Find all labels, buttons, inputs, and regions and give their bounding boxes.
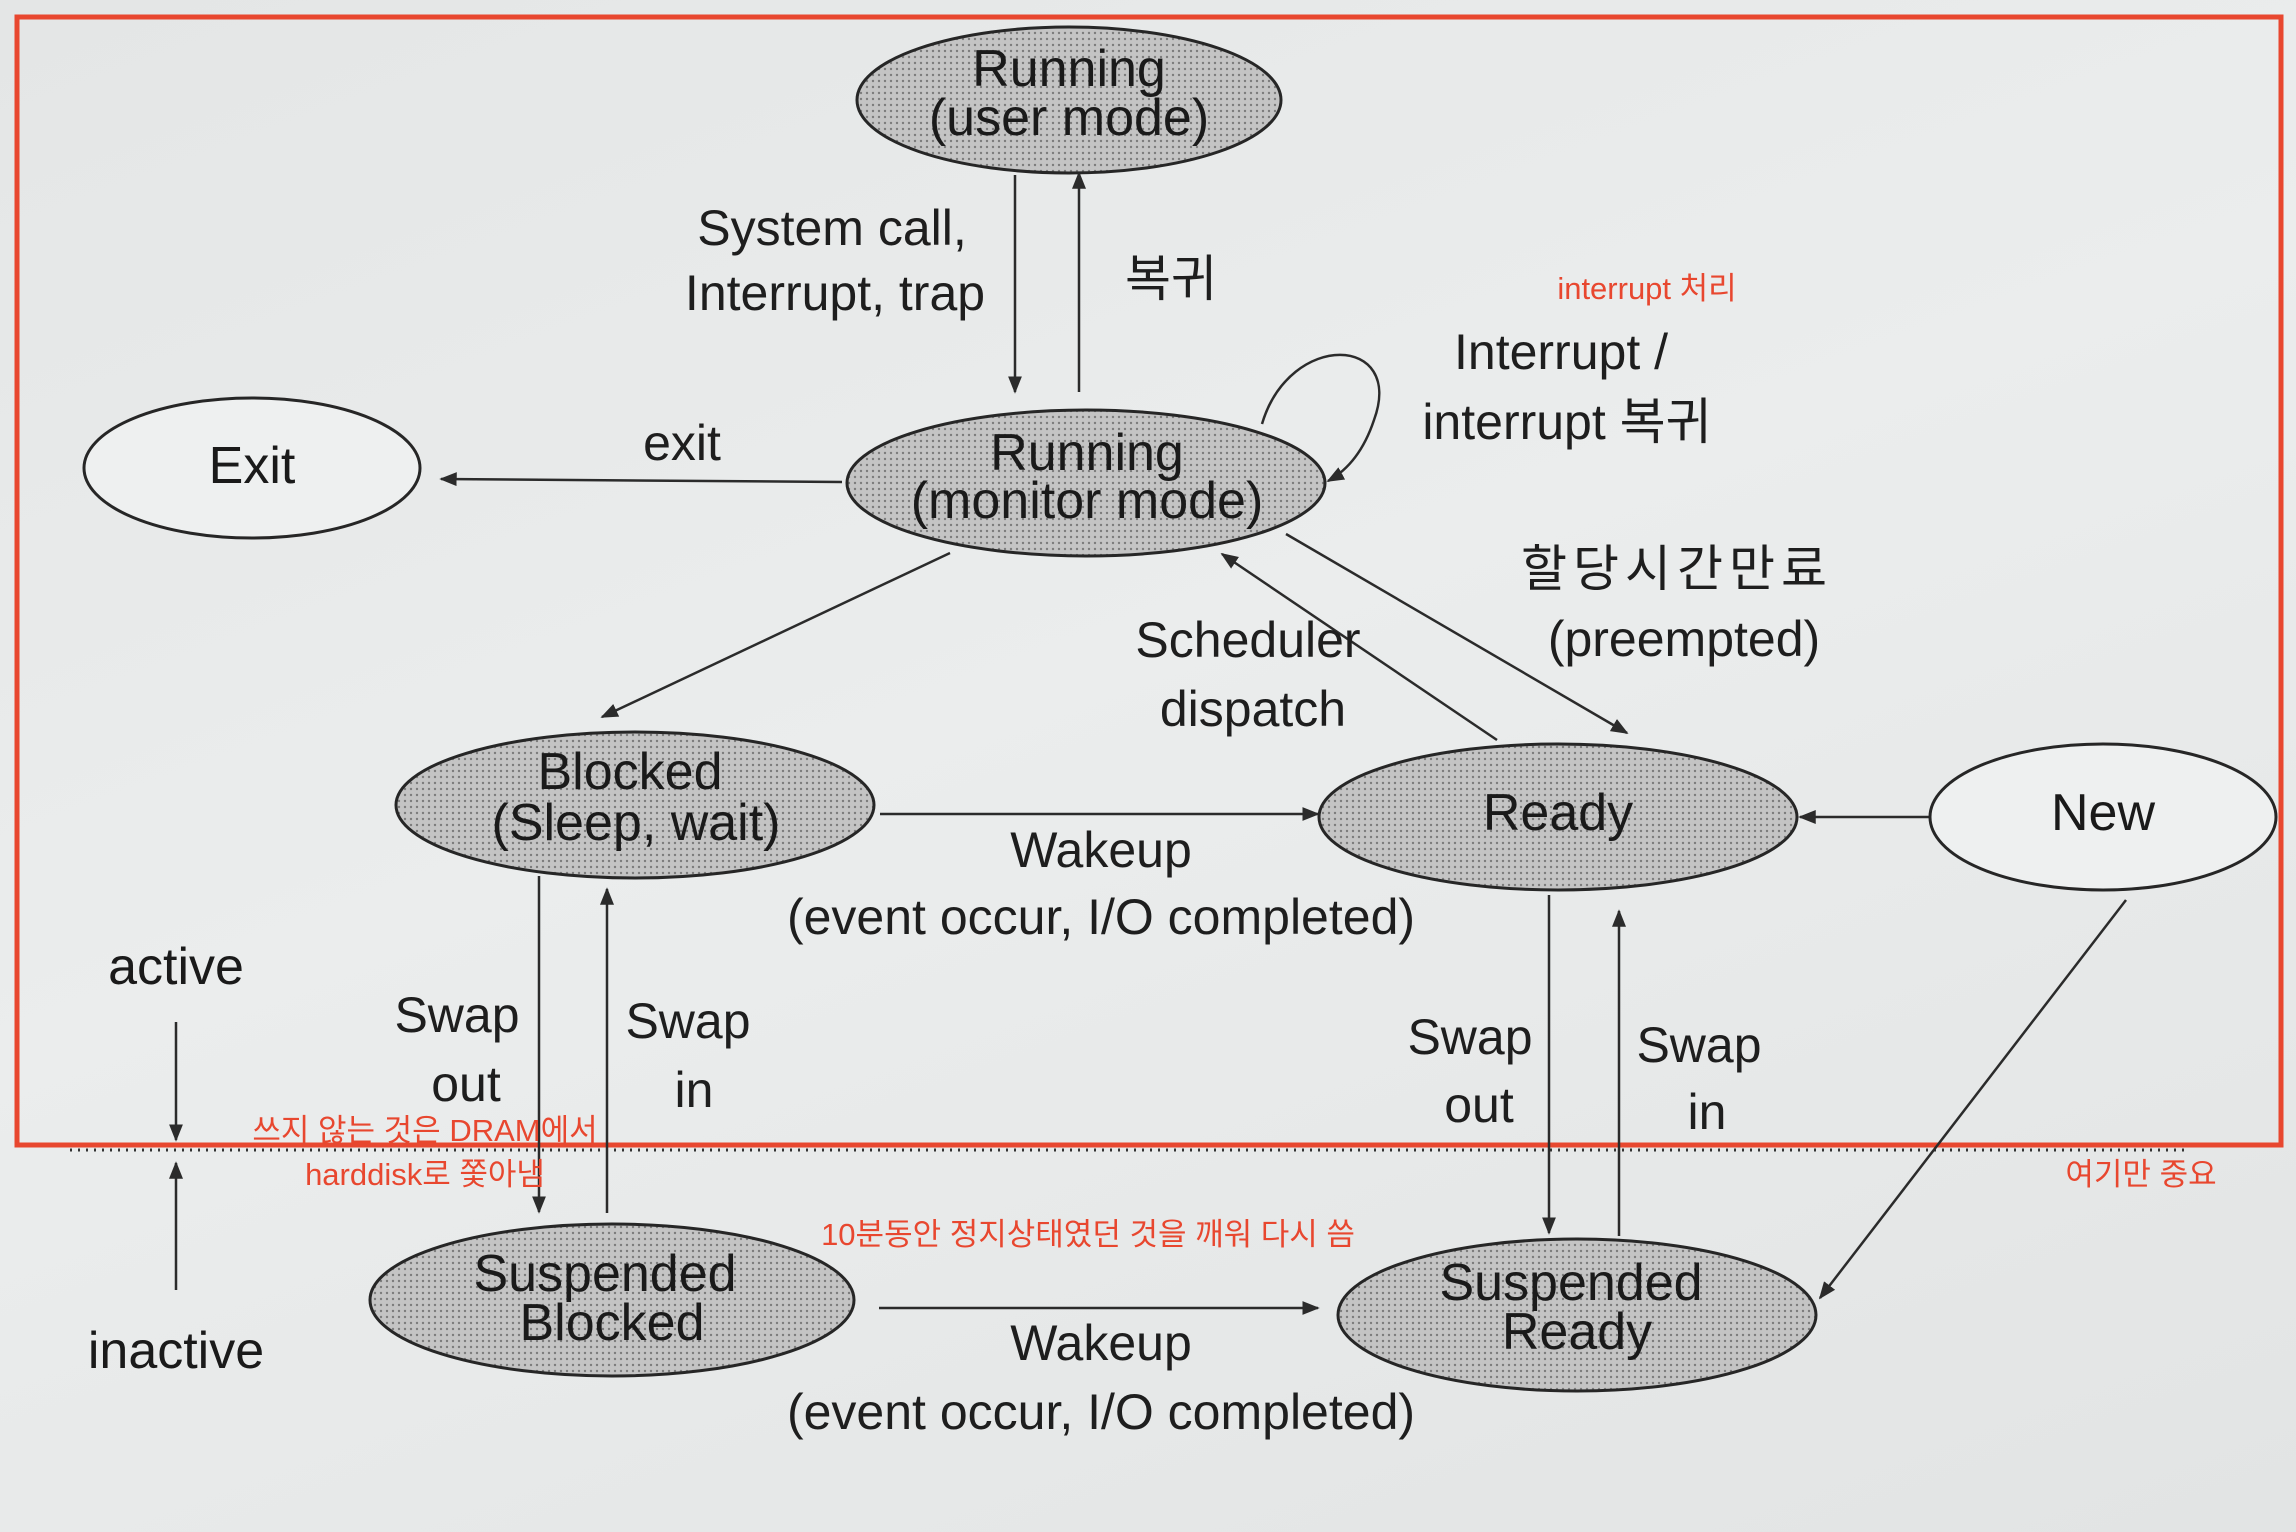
state-running-user: Running (user mode) (855, 25, 1283, 175)
syscall-label: Interrupt, trap (685, 265, 985, 321)
state-label-line: Ready (1502, 1303, 1652, 1361)
swap-out-blocked-label: Swap (394, 987, 519, 1043)
interrupt-loop-label: interrupt 복귀 (1422, 394, 1711, 450)
state-suspended-ready: Suspended Ready (1336, 1237, 1818, 1393)
swap-out-note: harddisk로 쫓아냄 (305, 1157, 545, 1192)
interrupt-handling-note: interrupt 처리 (1557, 271, 1736, 306)
state-label-line: Running (972, 40, 1166, 98)
swap-in-ready-label: in (1688, 1084, 1727, 1140)
block-arrow (600, 551, 951, 719)
swap-in-blocked-label: in (675, 1062, 714, 1118)
state-label-line: (user mode) (929, 89, 1209, 147)
state-label-line: Blocked (520, 1294, 705, 1352)
state-exit-ellipse (82, 396, 422, 540)
return-label: 복귀 (1125, 251, 1217, 307)
inactive-level-label: inactive (88, 1322, 264, 1380)
state-running-monitor-ellipse (845, 408, 1327, 558)
state-label-line: New (2051, 784, 2155, 842)
swap-out-ready-label: Swap (1407, 1009, 1532, 1065)
state-ready: Ready (1317, 742, 1799, 892)
state-running-user-ellipse (855, 25, 1283, 175)
state-label-line: Running (990, 424, 1184, 482)
state-blocked: Blocked (Sleep, wait) (394, 730, 876, 880)
suspended-wakeup-label: Wakeup (1010, 1315, 1192, 1371)
state-label-line: Exit (209, 437, 296, 495)
state-label-line: Suspended (473, 1245, 736, 1303)
state-label-line: Suspended (1439, 1254, 1702, 1312)
state-running-monitor: Running (monitor mode) (845, 408, 1327, 558)
state-new-ellipse (1928, 742, 2278, 892)
syscall-label: System call, (697, 200, 967, 256)
dispatch-arrow (1220, 552, 1498, 742)
dispatch-label: dispatch (1160, 681, 1346, 737)
new-to-suspended-ready-arrow (1818, 899, 2127, 1300)
state-label-line: Ready (1483, 784, 1633, 842)
state-suspended-ready-ellipse (1336, 1237, 1818, 1393)
highlight-frame (14, 14, 2284, 1148)
state-ready-ellipse (1317, 742, 1799, 892)
preempt-arrow (1285, 532, 1629, 735)
state-exit: Exit (82, 396, 422, 540)
preempted-label: (preempted) (1548, 611, 1820, 667)
swap-out-note: 쓰지 않는 것은 DRAM에서 (252, 1113, 597, 1148)
state-suspended-blocked-ellipse (368, 1222, 856, 1378)
wakeup-label: Wakeup (1010, 822, 1192, 878)
only-here-important-note: 여기만 중요 (2065, 1157, 2216, 1192)
state-label-line: (monitor mode) (911, 472, 1264, 530)
exit-label: exit (643, 415, 721, 471)
state-label-line: Blocked (538, 743, 723, 801)
swap-in-ready-label: Swap (1636, 1017, 1761, 1073)
interrupt-loop-label: Interrupt / (1454, 324, 1668, 380)
suspended-wakeup-label: (event occur, I/O completed) (787, 1384, 1415, 1440)
swap-in-blocked-label: Swap (625, 993, 750, 1049)
swap-out-blocked-label: out (431, 1056, 501, 1112)
state-new: New (1928, 742, 2278, 892)
wakeup-label: (event occur, I/O completed) (787, 889, 1415, 945)
state-suspended-blocked: Suspended Blocked (368, 1222, 856, 1378)
active-level-label: active (108, 938, 244, 996)
state-blocked-ellipse (394, 730, 876, 880)
state-label-line: (Sleep, wait) (492, 794, 781, 852)
preempted-label: 할당시간만료 (1521, 541, 1833, 597)
dispatch-label: Scheduler (1135, 612, 1360, 668)
exit-arrow (439, 472, 843, 487)
interrupt-self-loop-arrow (1260, 353, 1381, 483)
wake-suspended-note: 10분동안 정지상태였던 것을 깨워 다시 씀 (821, 1217, 1355, 1252)
swap-out-ready-label: out (1444, 1077, 1514, 1133)
